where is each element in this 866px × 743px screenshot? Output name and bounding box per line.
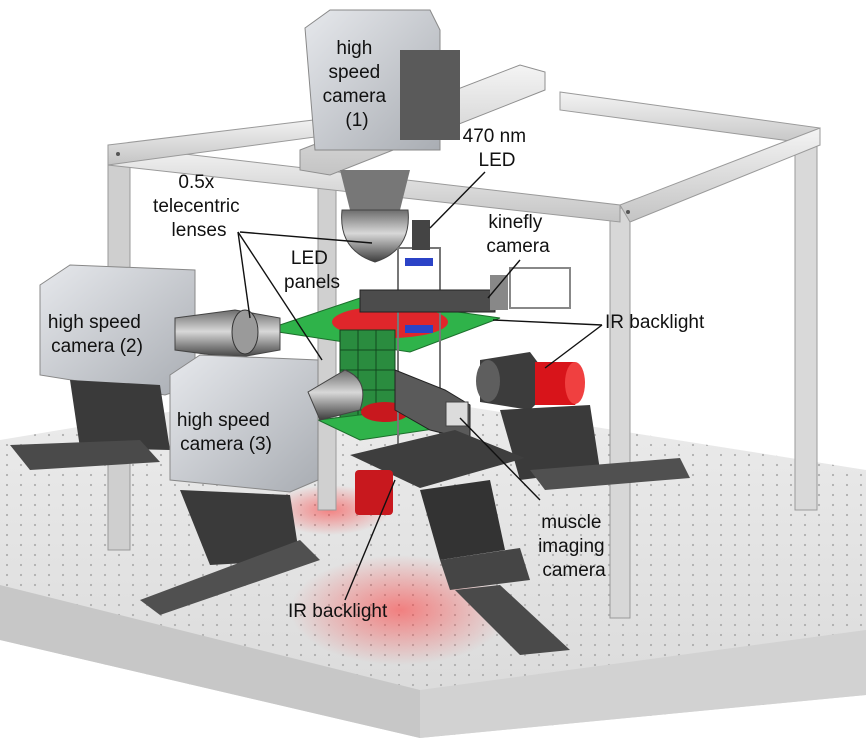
label-camera-1: high speed camera (1) xyxy=(323,38,392,131)
label-kinefly-camera: kinefly camera xyxy=(486,212,550,257)
label-camera-2: high speed camera (2) xyxy=(48,312,146,357)
high-speed-camera-2 xyxy=(10,264,281,470)
label-telecentric-lenses: 0.5x telecentric lenses xyxy=(153,172,245,241)
high-speed-camera-1 xyxy=(304,9,460,263)
label-ir-backlight-right: IR backlight xyxy=(605,312,705,333)
label-led-panels: LED panels xyxy=(284,248,340,293)
ir-backlight-right xyxy=(476,352,690,490)
label-camera-3: high speed camera (3) xyxy=(177,410,275,455)
leader-lines xyxy=(237,171,603,601)
labels: high speed camera (1) 470 nm LED 0.5x te… xyxy=(48,38,705,622)
high-speed-camera-3 xyxy=(140,354,364,615)
label-muscle-imaging-camera: muscle imaging camera xyxy=(538,512,610,581)
label-ir-backlight-bottom: IR backlight xyxy=(288,601,388,622)
label-470nm-led: 470 nm LED xyxy=(463,126,532,171)
front-platform xyxy=(350,430,570,655)
